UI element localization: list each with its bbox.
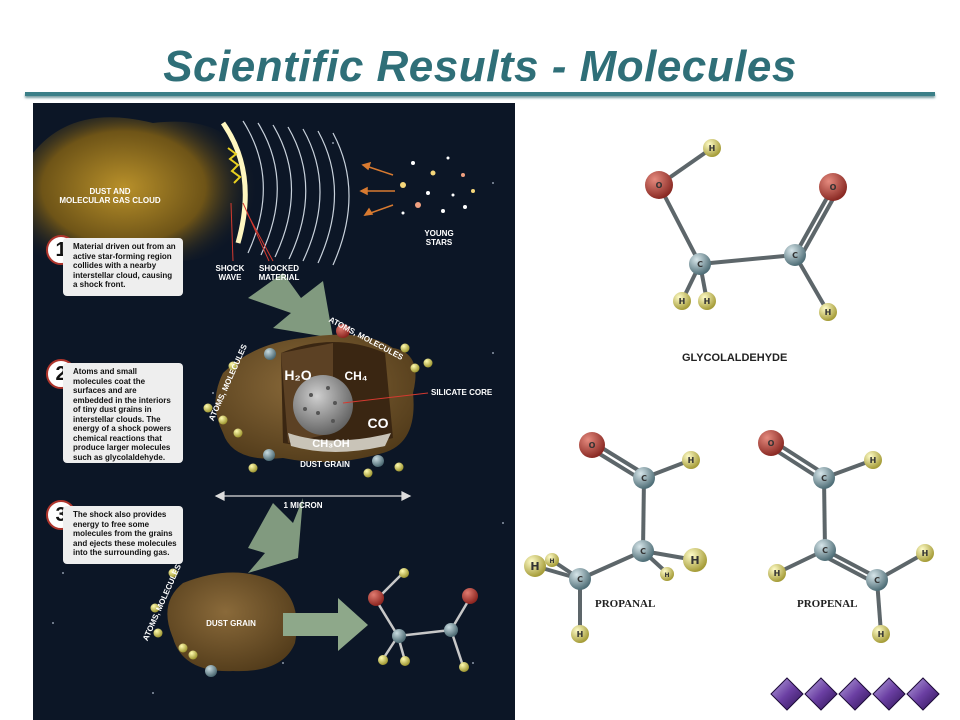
grain-surface-atoms — [203, 324, 433, 478]
illustration-panel: DUST AND MOLECULAR GAS CLOUD YOUNG STARS… — [33, 103, 515, 720]
ch4-label: CH₄ — [344, 369, 368, 383]
atom-sym: H — [530, 560, 539, 573]
nav-diamond-3[interactable] — [838, 677, 872, 711]
micron-label: 1 MICRON — [283, 501, 323, 510]
atom-sym: O — [589, 441, 596, 450]
atom-sym: C — [640, 547, 646, 556]
atom-sym: C — [874, 576, 880, 585]
nav-diamond-2[interactable] — [804, 677, 838, 711]
slide-nav-diamonds — [770, 677, 940, 711]
title-underline — [25, 92, 935, 96]
shocked-material-label: SHOCKED MATERIAL — [258, 264, 300, 282]
page-title: Scientific Results - Molecules — [163, 42, 797, 91]
atom-sym: O — [656, 181, 663, 190]
co-label: CO — [367, 415, 389, 431]
atom-sym: H — [577, 630, 584, 639]
glyco-c2-atom — [784, 244, 806, 266]
glycolaldehyde-label: GLYCOLALDEHYDE — [682, 352, 788, 364]
glyco-h4-atom — [819, 303, 837, 321]
glyco-o2-atom — [819, 173, 847, 201]
atom-sym: H — [922, 549, 929, 558]
atom-sym: H — [688, 456, 695, 465]
glyco-h3-atom — [698, 292, 716, 310]
dust-grain-small — [167, 572, 297, 672]
flow-arrow-3 — [283, 598, 368, 651]
atom-sym: H — [664, 572, 669, 579]
silicate-core-graphic — [293, 375, 353, 435]
h2o-label: H₂O — [284, 367, 312, 383]
atom-sym: H — [704, 297, 711, 306]
atom-sym: C — [577, 575, 583, 584]
atom-sym: H — [774, 569, 781, 578]
cloud-label: DUST AND MOLECULAR GAS CLOUD — [59, 187, 161, 205]
flow-arrow-2 — [248, 498, 303, 573]
nav-diamond-5[interactable] — [906, 677, 940, 711]
atom-sym: H — [549, 558, 554, 565]
micron-scale-bar — [214, 491, 412, 501]
atom-sym: C — [792, 251, 798, 260]
silicate-core-label: SILICATE CORE — [431, 388, 493, 397]
atom-sym: C — [641, 474, 647, 483]
glyco-o1-atom — [645, 171, 673, 199]
propenal-label: PROPENAL — [797, 598, 858, 610]
atom-sym: H — [690, 554, 699, 567]
molecular-cloud — [33, 117, 260, 274]
young-stars-label: YOUNG STARS — [424, 229, 454, 247]
glycolaldehyde-model — [657, 146, 840, 314]
atom-sym: H — [709, 144, 716, 153]
shock-wave-arcs — [242, 120, 350, 266]
atom-sym: O — [768, 439, 775, 448]
nav-diamond-4[interactable] — [872, 677, 906, 711]
young-stars-cluster — [400, 156, 475, 215]
molecule-graphics: O O H C C H H H O C H C — [524, 139, 934, 643]
atom-sym: H — [870, 456, 877, 465]
glyco-h2-atom — [673, 292, 691, 310]
dust-grain-label-1: DUST GRAIN — [300, 460, 350, 469]
atom-sym: H — [679, 297, 686, 306]
atom-sym: C — [822, 546, 828, 555]
atom-sym: O — [830, 183, 837, 192]
ejected-glycolaldehyde — [374, 572, 472, 667]
atom-sym: H — [825, 308, 832, 317]
propanal-label: PROPANAL — [595, 598, 656, 610]
step-2-text: Atoms and small molecules coat the surfa… — [63, 363, 183, 463]
ch3oh-label: CH₃OH — [312, 438, 350, 450]
flow-arrow-1 — [248, 273, 333, 338]
glyco-c1-atom — [689, 253, 711, 275]
step-3-text: The shock also provides energy to free s… — [63, 506, 183, 564]
shock-wave-label: SHOCK WAVE — [215, 264, 245, 282]
molecule-diagrams: O O H C C H H H O C H C — [515, 103, 960, 720]
illustration-graphics — [33, 117, 504, 694]
step-1-text: Material driven out from an active star-… — [63, 238, 183, 296]
dust-grain-label-2: DUST GRAIN — [206, 619, 256, 628]
atom-sym: C — [821, 474, 827, 483]
atom-sym: H — [878, 630, 885, 639]
glyco-h1-atom — [703, 139, 721, 157]
atom-sym: C — [697, 260, 703, 269]
nav-diamond-1[interactable] — [770, 677, 804, 711]
